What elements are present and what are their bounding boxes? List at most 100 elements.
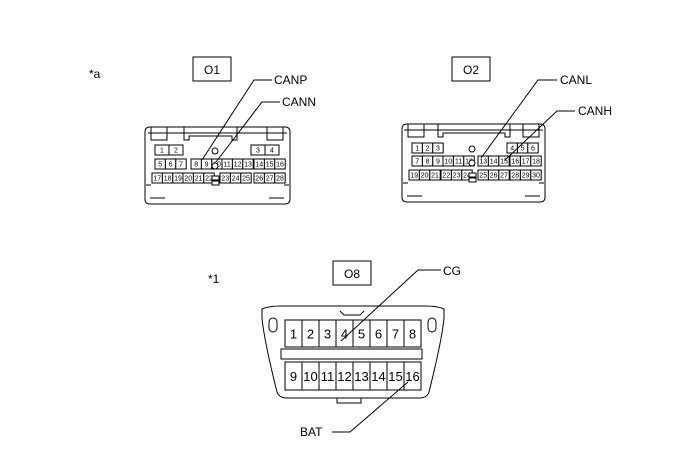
o2-key-slot xyxy=(468,177,477,183)
note-a: *a xyxy=(89,67,101,81)
o8-pin-9: 9 xyxy=(290,369,297,384)
o1-pin-4-cell xyxy=(264,144,280,156)
o1-leader-cann xyxy=(215,101,280,163)
o1-pin-16: 16 xyxy=(276,162,284,169)
o2-pin-6-cell xyxy=(527,142,539,154)
o2-pin-11: 11 xyxy=(455,159,462,166)
o1-pin-21: 21 xyxy=(195,176,203,183)
o2-label: O2 xyxy=(463,63,479,77)
o2-pin-3: 3 xyxy=(436,146,440,153)
o8-pin-8-cell xyxy=(403,319,422,348)
o2-pin-27: 27 xyxy=(500,173,508,180)
o1-pin-25: 25 xyxy=(242,176,250,183)
o2-key-slot xyxy=(468,172,477,178)
o1-callout-canp: CANP xyxy=(274,73,307,87)
o1-pin-26: 26 xyxy=(255,176,263,183)
o1-leader-canp xyxy=(201,79,272,161)
o8-right-ear xyxy=(427,317,437,333)
o2-pin-30: 30 xyxy=(532,173,540,180)
o1-pin-5: 5 xyxy=(158,162,162,169)
connector-o2: O2 1234567891011121314151617181920212223… xyxy=(401,56,612,203)
o8-label-box xyxy=(332,260,372,286)
o1-pin-27: 27 xyxy=(266,176,274,183)
o2-key-mark xyxy=(468,159,476,167)
o1-pin-15: 15 xyxy=(266,162,274,169)
o8-pin-5: 5 xyxy=(358,327,365,342)
o2-pin-18: 18 xyxy=(532,159,540,166)
o8-leader-cg xyxy=(340,269,441,342)
o1-pin-13: 13 xyxy=(244,162,252,169)
o8-pin-16: 16 xyxy=(405,369,419,384)
o1-pin-13-cell xyxy=(242,158,254,170)
o2-pin-5: 5 xyxy=(521,146,525,153)
o1-pin-28-cell xyxy=(274,172,286,184)
o8-callout-cg: CG xyxy=(443,264,461,278)
o1-pin-2-cell xyxy=(168,144,184,156)
o2-pin-30-cell xyxy=(530,169,542,181)
o1-pin-7-cell xyxy=(175,158,187,170)
o1-pin-9: 9 xyxy=(205,162,209,169)
o8-pin-15: 15 xyxy=(388,369,402,384)
o1-pin-7: 7 xyxy=(179,162,183,169)
o8-pin-12: 12 xyxy=(337,369,351,384)
o1-key-mark xyxy=(211,162,219,170)
o2-pin-14: 14 xyxy=(490,159,498,166)
o2-callout-canl: CANL xyxy=(560,73,592,87)
o8-pin-10: 10 xyxy=(303,369,317,384)
o1-key-slot xyxy=(211,175,220,181)
o1-pin-11: 11 xyxy=(224,162,231,169)
o8-pin-4: 4 xyxy=(341,327,348,342)
o2-pin-28: 28 xyxy=(511,173,519,180)
o2-pin-19: 19 xyxy=(410,173,418,180)
o2-pin-9: 9 xyxy=(436,159,440,166)
o8-leader-bat xyxy=(332,381,409,433)
o2-pin-15-cell xyxy=(498,155,510,167)
o8-pin-1: 1 xyxy=(290,327,297,342)
o2-pin-2: 2 xyxy=(426,146,430,153)
o2-pin-16: 16 xyxy=(511,159,519,166)
o1-pin-16-cell xyxy=(274,158,286,170)
o2-pin-10: 10 xyxy=(444,159,452,166)
note-1: *1 xyxy=(208,272,220,286)
o8-pin-6: 6 xyxy=(375,327,382,342)
o2-pin-25: 25 xyxy=(479,173,487,180)
o8-pin-16-cell xyxy=(403,361,422,391)
o2-pin-8: 8 xyxy=(426,159,430,166)
o2-pin-1: 1 xyxy=(415,146,419,153)
o1-pin-6: 6 xyxy=(169,162,173,169)
o2-callout-canh: CANH xyxy=(578,104,612,118)
o1-label-box xyxy=(192,56,232,82)
o1-pin-28: 28 xyxy=(276,176,284,183)
o1-pin-3: 3 xyxy=(256,148,260,155)
o1-pin-19: 19 xyxy=(174,176,182,183)
o2-pin-21: 21 xyxy=(431,173,439,180)
o8-pin-11: 11 xyxy=(321,369,335,384)
o8-callout-bat: BAT xyxy=(300,425,323,439)
o1-pin-24: 24 xyxy=(232,176,240,183)
o1-pin-18: 18 xyxy=(164,176,172,183)
o2-pin-22: 22 xyxy=(442,173,450,180)
o8-pin-7: 7 xyxy=(392,327,399,342)
o2-pin-6: 6 xyxy=(531,146,535,153)
o8-pin-14: 14 xyxy=(371,369,385,384)
o1-pin-25-cell xyxy=(240,172,252,184)
o2-pin-27-cell xyxy=(498,169,510,181)
o2-key-mark xyxy=(468,145,476,153)
o1-pin-1: 1 xyxy=(160,148,164,155)
o1-pin-12: 12 xyxy=(234,162,242,169)
o2-pin-17: 17 xyxy=(522,159,530,166)
o2-pin-29: 29 xyxy=(522,173,530,180)
o1-pin-14: 14 xyxy=(255,162,263,169)
o1-pin-8: 8 xyxy=(194,162,198,169)
connector-o1: O1 1234567891011121314151617181920212223… xyxy=(144,56,316,205)
o8-pin-13: 13 xyxy=(354,369,368,384)
o1-pin-4: 4 xyxy=(270,148,274,155)
o8-pin-3: 3 xyxy=(324,327,331,342)
o2-pin-13: 13 xyxy=(479,159,487,166)
o2-label-box xyxy=(451,56,491,82)
o2-pin-26: 26 xyxy=(490,173,498,180)
o1-key-mark xyxy=(211,147,219,155)
o1-callout-cann: CANN xyxy=(282,95,316,109)
